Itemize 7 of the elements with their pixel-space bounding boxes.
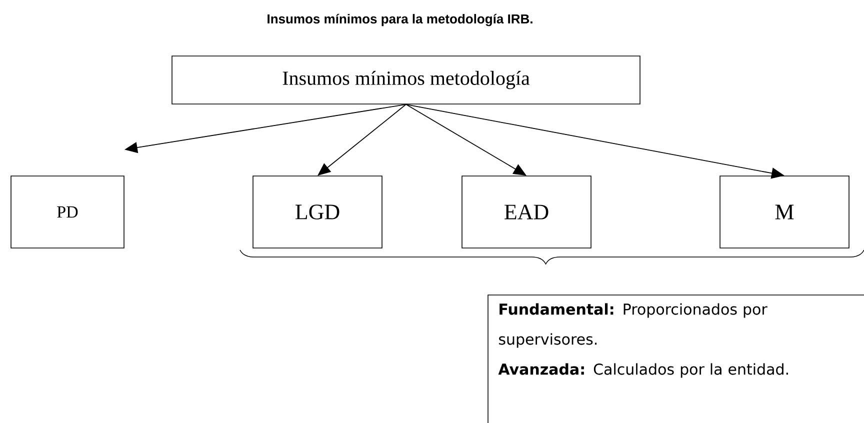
box: EAD [462,176,592,248]
title: Insumos mínimos para la metodología IRB. [268,14,532,26]
box: LGD [252,176,382,248]
box: Insumos mínimos metodología [172,56,640,104]
box: M [720,176,850,248]
box: PD [10,176,124,248]
text-box: Fundamental: Proporcionados por supervisores. Avanzada: Calculados por la entidad. [488,294,864,423]
